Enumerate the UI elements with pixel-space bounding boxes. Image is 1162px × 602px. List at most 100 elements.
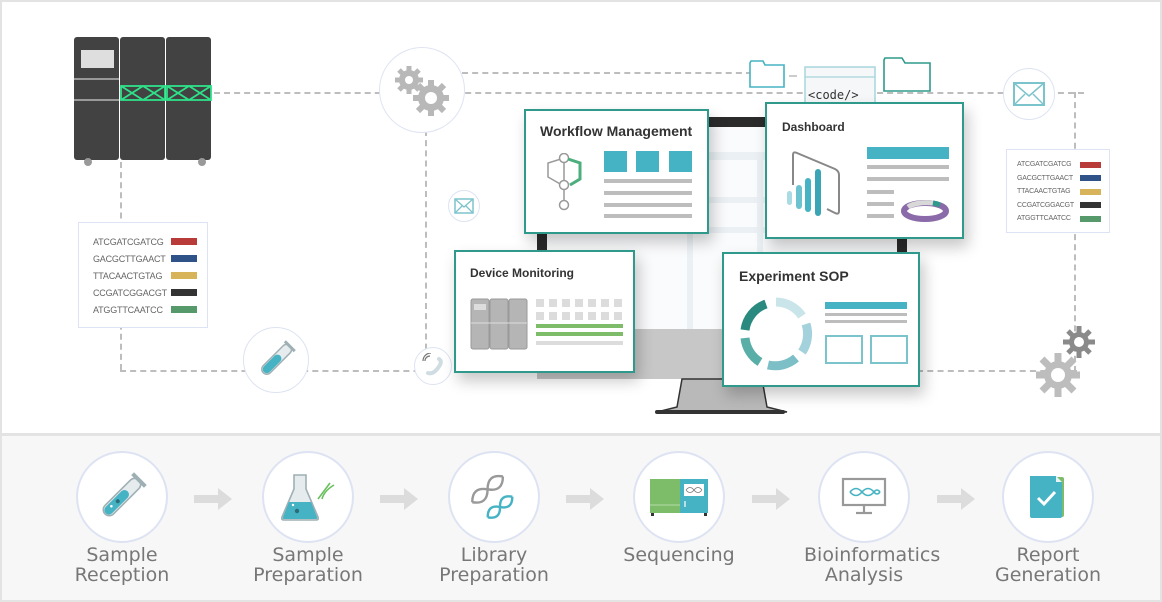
instrument-icon: [470, 298, 528, 350]
legend-sequence: TTACAACTGTAG: [93, 270, 163, 281]
gears-icon-bottom-right: [1036, 326, 1095, 397]
lims-overview-diagram: ATCGATCGATCG GACGCTTGAACT TTACAACTGTAG C…: [2, 2, 1160, 433]
legend-row: GACGCTTGAACT: [1017, 172, 1101, 186]
connector-line-top: [214, 92, 1084, 94]
sequencer-instrument-icon: [74, 37, 212, 166]
legend-row: CCGATCGGACGT: [1017, 199, 1101, 213]
legend-sequence: ATGGTTCAATCC: [1017, 215, 1071, 223]
connector-line-bottom-right: [917, 370, 1077, 372]
legend-sequence: CCGATCGGACGT: [1017, 201, 1074, 209]
legend-swatch-green: [171, 306, 197, 313]
envelope-node-small: [448, 190, 480, 222]
legend-row: TTACAACTGTAG: [93, 267, 197, 284]
tile: [636, 151, 659, 172]
box: [870, 335, 908, 364]
step-sample-preparation: Sample Preparation: [248, 451, 368, 585]
phone-node: [414, 347, 452, 385]
report-check-icon: [1030, 476, 1064, 518]
envelope-icon: [454, 198, 474, 214]
legend-swatch-black: [1080, 202, 1101, 209]
step-bioinformatics-analysis: Bioinformatics Analysis: [804, 451, 941, 586]
arrow-right-icon: [566, 488, 604, 510]
legend-sequence: GACGCTTGAACT: [1017, 174, 1073, 182]
pipeline-steps: Sample Reception Sample Preparation: [2, 433, 1160, 600]
code-label: <code/>: [808, 88, 859, 102]
workflow-graph-icon: [547, 153, 582, 211]
step-label: Report Generation: [995, 544, 1101, 586]
experiment-sop-card: Experiment SOP: [722, 252, 920, 387]
legend-swatch-yellow: [171, 272, 197, 279]
step-sequencing: Sequencing: [619, 451, 739, 565]
legend-row: ATGGTTCAATCC: [1017, 212, 1101, 226]
legend-sequence: ATGGTTCAATCC: [93, 304, 163, 315]
text-line: [867, 177, 949, 181]
phone-icon: [422, 353, 443, 376]
legend-sequence: GACGCTTGAACT: [93, 253, 166, 264]
legend-sequence: CCGATCGGACGT: [93, 287, 167, 298]
legend-swatch-blue: [1080, 175, 1101, 182]
cycle-arrows-icon: [740, 297, 813, 371]
legend-swatch-red: [1080, 161, 1101, 168]
dashboard-card: Dashboard: [765, 102, 964, 239]
connector-line-middle: [425, 130, 427, 370]
text-line: [604, 179, 692, 183]
step-label: Sample Reception: [74, 544, 170, 586]
legend-row: CCGATCGGACGT: [93, 284, 197, 301]
envelope-node: [1003, 68, 1055, 120]
legend-swatch-green: [1080, 215, 1101, 222]
legend-swatch-black: [171, 289, 197, 296]
step-label: Bioinformatics Analysis: [804, 544, 941, 586]
tile: [669, 151, 692, 172]
text-line: [867, 202, 894, 206]
dna-helix-icon: [471, 474, 514, 519]
progress-line: [536, 324, 623, 328]
legend-sequence: ATCGATCGATCG: [1017, 161, 1072, 169]
step-sample-reception: Sample Reception: [62, 451, 182, 585]
legend-swatch-blue: [171, 255, 197, 262]
step-circle: [262, 451, 354, 543]
status-grid: [536, 299, 624, 327]
files-and-code-icon: [749, 57, 931, 107]
device-monitoring-card: Device Monitoring: [454, 250, 635, 373]
box: [825, 335, 863, 364]
legend-swatch-red: [171, 238, 197, 245]
legend-row: ATCGATCGATCG: [1017, 158, 1101, 172]
sequence-legend-left: ATCGATCGATCG GACGCTTGAACT TTACAACTGTAG C…: [78, 222, 208, 328]
text-line: [825, 320, 907, 323]
text-line: [604, 191, 692, 195]
legend-row: ATCGATCGATCG: [93, 233, 197, 250]
card-title: Device Monitoring: [470, 266, 575, 280]
workflow-management-card: Workflow Management: [524, 109, 709, 234]
step-report-generation: Report Generation: [988, 451, 1108, 585]
gears-icon: [395, 66, 449, 116]
text-line: [825, 313, 907, 316]
legend-row: ATGGTTCAATCC: [93, 301, 197, 318]
test-tube-icon: [102, 472, 147, 517]
card-title: Dashboard: [782, 120, 845, 134]
text-line: [867, 190, 894, 194]
envelope-icon: [1013, 82, 1045, 106]
step-label: Library Preparation: [439, 544, 549, 586]
sequence-legend-right: ATCGATCGATCG GACGCTTGAACT TTACAACTGTAG C…: [1006, 149, 1110, 233]
header-bar: [867, 147, 949, 159]
legend-sequence: TTACAACTGTAG: [1017, 188, 1071, 196]
header-bar: [825, 302, 907, 309]
test-tube-node: [243, 327, 309, 393]
legend-row: GACGCTTGAACT: [93, 250, 197, 267]
arrow-right-icon: [937, 488, 975, 510]
legend-sequence: ATCGATCGATCG: [93, 236, 164, 247]
legend-swatch-yellow: [1080, 188, 1101, 195]
sequencer-icon: [650, 479, 708, 516]
arrow-right-icon: [380, 488, 418, 510]
step-circle: [818, 451, 910, 543]
connector-line-top-inner: [462, 72, 752, 74]
text-line: [604, 203, 692, 207]
legend-row: TTACAACTGTAG: [1017, 185, 1101, 199]
step-circle: [1002, 451, 1094, 543]
step-circle: [76, 451, 168, 543]
monitor-dna-icon: [841, 477, 887, 515]
step-label: Sample Preparation: [253, 544, 363, 586]
tile: [604, 151, 627, 172]
text-line: [604, 214, 692, 218]
